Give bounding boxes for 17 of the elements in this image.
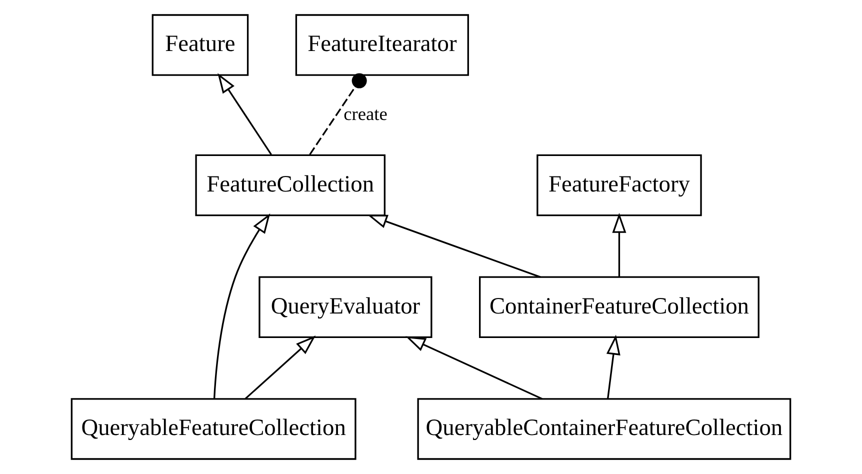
arrow xyxy=(244,336,316,400)
arrow xyxy=(606,334,620,399)
connector xyxy=(309,73,367,156)
node-box: FeatureCollection xyxy=(195,154,386,216)
node-box: QueryableFeatureCollection xyxy=(70,398,356,460)
node-box: QueryEvaluator xyxy=(258,276,432,338)
arrow xyxy=(218,73,272,155)
node-box: QueryableContainerFeatureCollection xyxy=(417,398,792,460)
arrow xyxy=(367,214,541,278)
arrow xyxy=(406,336,543,400)
node-box: FeatureFactory xyxy=(536,154,702,216)
arrow xyxy=(213,213,270,399)
edge-label: create xyxy=(344,104,388,124)
node-box: FeatureItearator xyxy=(295,14,469,76)
node-box: Feature xyxy=(152,14,249,76)
node-box: ContainerFeatureCollection xyxy=(479,276,760,338)
arrow xyxy=(612,212,626,277)
